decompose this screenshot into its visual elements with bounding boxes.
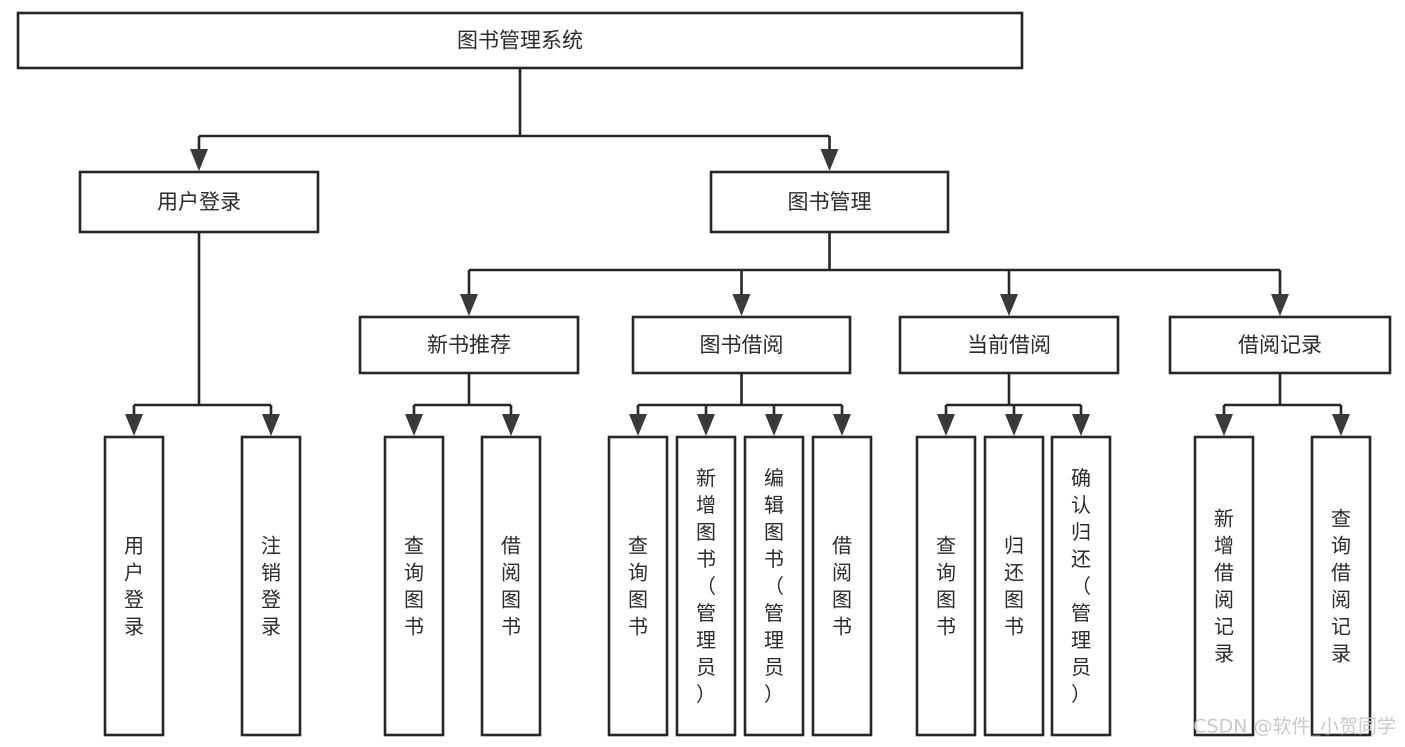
leaf-node-label: 新增借阅记录 [1214, 506, 1234, 665]
arrow-head-icon [190, 149, 208, 171]
level3-node-label: 图书借阅 [700, 333, 784, 357]
leaf-node-box[interactable] [915, 435, 977, 737]
leaf-node-label: 确认归还（管理员） [1071, 466, 1091, 706]
level3-node-1[interactable]: 新书推荐 [358, 315, 580, 375]
leaf-node-label: 编辑图书（管理员） [764, 466, 784, 706]
leaf-node-label: 查询借阅记录 [1331, 506, 1351, 665]
leaf-node-box[interactable] [607, 435, 669, 737]
leaf-node-box[interactable] [743, 435, 805, 737]
leaf-node-7[interactable]: 编辑图书（管理员） [743, 435, 805, 737]
level3-node-box[interactable] [358, 315, 580, 375]
arrow-head-icon [937, 414, 955, 436]
leaf-node-12[interactable]: 新增借阅记录 [1193, 435, 1255, 737]
leaf-node-label: 查询图书 [628, 533, 648, 638]
leaf-node-1[interactable]: 用户登录 [103, 435, 165, 737]
leaf-node-label: 归还图书 [1004, 533, 1024, 638]
arrow-head-icon [765, 414, 783, 436]
arrow-head-icon [502, 414, 520, 436]
level3-node-2[interactable]: 图书借阅 [631, 315, 852, 375]
arrow-head-icon [1332, 414, 1350, 436]
arrow-head-icon [1072, 414, 1090, 436]
level3-node-4[interactable]: 借阅记录 [1168, 315, 1392, 375]
leaf-node-5[interactable]: 查询图书 [607, 435, 669, 737]
leaf-node-label: 查询图书 [936, 533, 956, 638]
root-node-label: 图书管理系统 [457, 29, 583, 53]
arrow-head-icon [1005, 414, 1023, 436]
leaf-node-4[interactable]: 借阅图书 [480, 435, 542, 737]
arrow-head-icon [460, 294, 478, 316]
leaf-node-11[interactable]: 确认归还（管理员） [1050, 435, 1112, 737]
level2-node-2[interactable]: 图书管理 [709, 170, 950, 234]
level3-node-label: 当前借阅 [967, 333, 1051, 357]
leaf-node-box[interactable] [811, 435, 873, 737]
arrow-head-icon [820, 149, 839, 171]
leaf-node-3[interactable]: 查询图书 [383, 435, 445, 737]
leaf-node-box[interactable] [480, 435, 542, 737]
connector-layer [125, 68, 1350, 436]
leaf-node-box[interactable] [1310, 435, 1372, 737]
leaf-node-box[interactable] [103, 435, 165, 737]
arrow-head-icon [405, 414, 423, 436]
arrow-head-icon [697, 414, 715, 436]
leaf-node-label: 查询图书 [404, 533, 424, 638]
arrow-head-icon [1000, 294, 1018, 316]
leaf-node-box[interactable] [383, 435, 445, 737]
leaf-node-label: 用户登录 [124, 533, 144, 638]
leaf-node-label: 借阅图书 [832, 533, 852, 638]
arrow-head-icon [125, 414, 143, 436]
leaf-node-box[interactable] [240, 435, 302, 737]
level3-node-3[interactable]: 当前借阅 [898, 315, 1120, 375]
leaf-node-label: 注销登录 [261, 533, 281, 638]
level2-node-1[interactable]: 用户登录 [78, 170, 320, 234]
level3-node-label: 借阅记录 [1238, 333, 1322, 357]
level3-node-box[interactable] [631, 315, 852, 375]
leaf-node-9[interactable]: 查询图书 [915, 435, 977, 737]
leaf-node-6[interactable]: 新增图书（管理员） [675, 435, 737, 737]
csdn-watermark: CSDN @软件_小贺同学 [1193, 716, 1396, 738]
root-node-1[interactable]: 图书管理系统 [16, 11, 1024, 70]
level2-node-box[interactable] [709, 170, 950, 234]
arrow-head-icon [262, 414, 280, 436]
arrow-head-icon [1215, 414, 1233, 436]
arrow-head-icon [732, 294, 751, 316]
arrow-head-icon [833, 414, 851, 436]
level3-node-box[interactable] [898, 315, 1120, 375]
leaf-node-8[interactable]: 借阅图书 [811, 435, 873, 737]
arrow-head-icon [629, 414, 647, 436]
arrow-head-icon [1271, 294, 1289, 316]
leaf-node-label: 新增图书（管理员） [696, 466, 716, 706]
leaf-node-box[interactable] [1193, 435, 1255, 737]
node-layer: 图书管理系统用户登录图书管理新书推荐图书借阅当前借阅借阅记录用户登录注销登录查询… [16, 11, 1392, 737]
level2-node-label: 图书管理 [788, 190, 872, 214]
leaf-node-13[interactable]: 查询借阅记录 [1310, 435, 1372, 737]
leaf-node-label: 借阅图书 [501, 533, 521, 638]
leaf-node-box[interactable] [675, 435, 737, 737]
level2-node-box[interactable] [78, 170, 320, 234]
leaf-node-2[interactable]: 注销登录 [240, 435, 302, 737]
level3-node-label: 新书推荐 [427, 333, 511, 357]
root-node-box[interactable] [16, 11, 1024, 70]
level3-node-box[interactable] [1168, 315, 1392, 375]
leaf-node-10[interactable]: 归还图书 [983, 435, 1045, 737]
leaf-node-box[interactable] [1050, 435, 1112, 737]
leaf-node-box[interactable] [983, 435, 1045, 737]
level2-node-label: 用户登录 [157, 190, 241, 214]
